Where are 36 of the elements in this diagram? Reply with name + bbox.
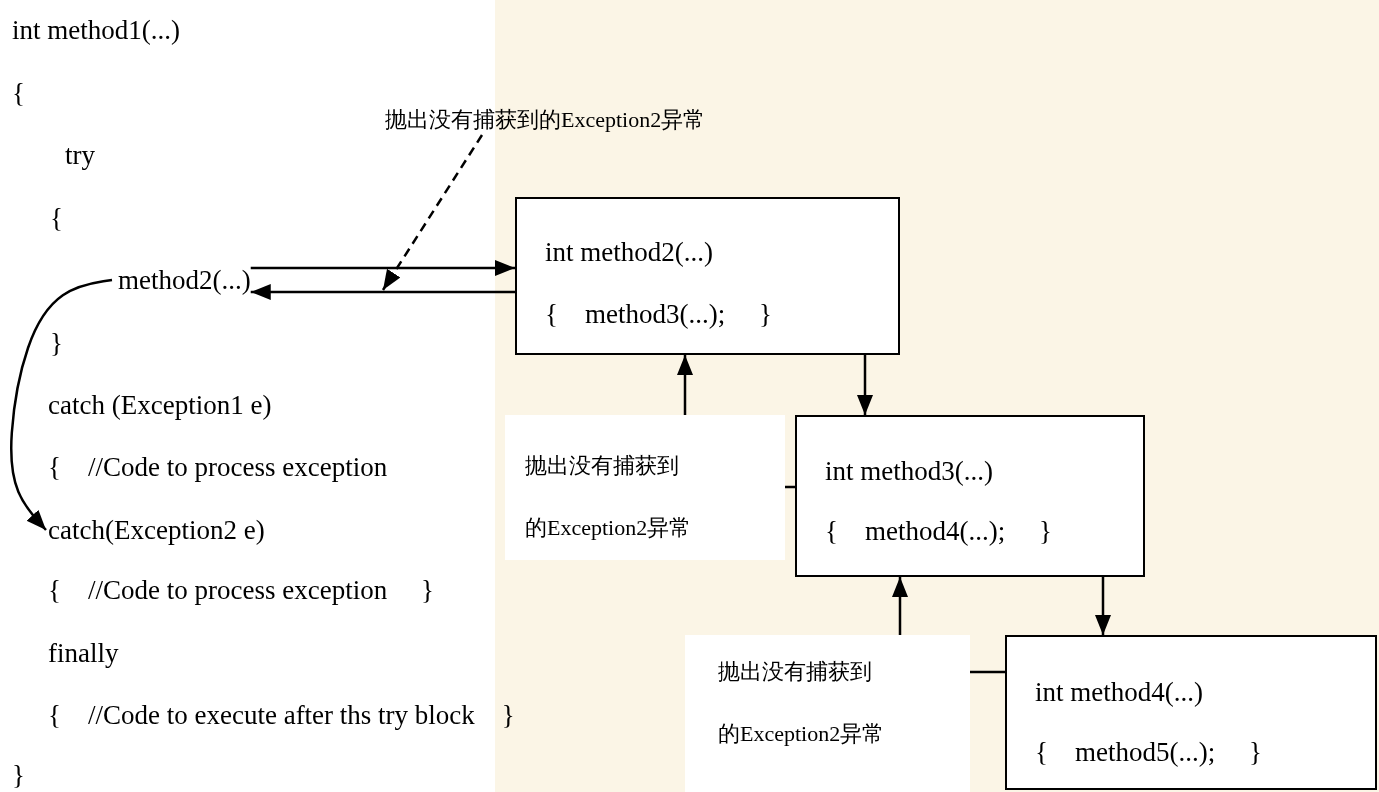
code-line: int method1(...) xyxy=(12,14,180,47)
arrow xyxy=(250,260,515,276)
callout-text: 抛出没有捕获到的Exception2异常 xyxy=(525,452,693,542)
code-line: catch(Exception2 e) xyxy=(48,512,265,548)
arrow xyxy=(892,577,908,635)
code-line: { xyxy=(12,77,25,110)
arrow xyxy=(1095,577,1111,635)
method-box xyxy=(515,197,900,355)
connector-line xyxy=(970,670,1005,674)
code-line: { //Code to process exception } xyxy=(48,574,434,607)
code-line: try xyxy=(65,139,95,172)
code-line: } xyxy=(12,759,25,792)
method-box xyxy=(795,415,1145,577)
callout-card xyxy=(685,635,970,792)
code-line: int method3(...) xyxy=(824,455,994,488)
method-box xyxy=(1005,635,1377,790)
code-line: finally xyxy=(48,637,119,670)
code-line: int method4(...) xyxy=(1034,676,1204,709)
arrow xyxy=(250,284,515,300)
callout-text: 抛出没有捕获到的Exception2异常 xyxy=(385,105,706,135)
arrow xyxy=(857,355,873,415)
dashed-arrow xyxy=(381,134,484,291)
code-line: } xyxy=(50,327,63,360)
arrow xyxy=(677,355,693,415)
code-line: catch (Exception1 e) xyxy=(48,389,272,422)
code-line: { method4(...); } xyxy=(824,515,1053,548)
code-line: { //Code to process exception xyxy=(48,451,388,484)
code-line: int method2(...) xyxy=(544,236,714,269)
code-line: method2(...) xyxy=(118,262,251,298)
code-line: { method3(...); } xyxy=(544,298,773,331)
callout-card xyxy=(505,415,785,560)
callout-text: 抛出没有捕获到的Exception2异常 xyxy=(718,658,886,748)
code-line: { method5(...); } xyxy=(1034,736,1263,769)
code-line: { //Code to execute after ths try block } xyxy=(48,699,515,732)
code-line: { xyxy=(50,202,63,235)
arrow xyxy=(9,278,113,531)
